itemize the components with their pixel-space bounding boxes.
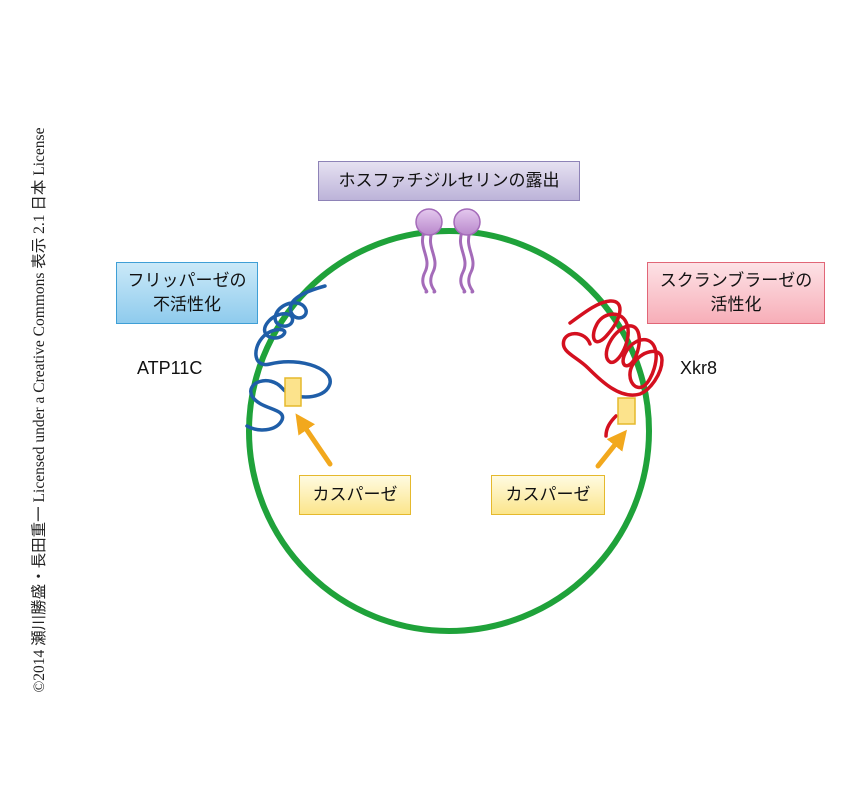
flippase-label-line1: フリッパーゼの — [127, 271, 247, 291]
atp11c-label: ATP11C — [137, 358, 203, 378]
lipid-head — [415, 208, 443, 236]
scramblase-label-line2: 活性化 — [710, 295, 762, 315]
cell-membrane — [246, 228, 652, 634]
xkr8-tail — [604, 414, 618, 438]
lipid-head — [453, 208, 481, 236]
atp11c-cleavage-site — [284, 377, 302, 407]
caspase-label-right: カスパーゼ — [505, 485, 591, 505]
phosphatidylserine-exposure-label: ホスファチジルセリンの露出 — [338, 171, 560, 191]
phosphatidylserine-lipids — [421, 230, 475, 294]
xkr8-label: Xkr8 — [680, 358, 718, 378]
copyright-text: ©2014 瀬川勝盛・長田重一 Licensed under a Creativ… — [31, 127, 48, 693]
caspase-arrow-left — [295, 413, 333, 467]
lipid-tail — [421, 230, 429, 294]
lipid-tail — [467, 230, 475, 294]
lipid-tail — [429, 230, 437, 294]
xkr8-protein — [561, 299, 664, 397]
flippase-label-line2: 不活性化 — [153, 295, 221, 315]
caspase-arrow-right — [595, 429, 627, 469]
caspase-box-right: カスパーゼ — [491, 475, 605, 515]
xkr8-cleavage-site — [617, 397, 636, 425]
scramblase-activation-box: スクランブラーゼの 活性化 — [647, 262, 825, 324]
caspase-box-left: カスパーゼ — [299, 475, 411, 515]
scramblase-label-line1: スクランブラーゼの — [659, 271, 813, 291]
lipid-tail — [459, 230, 467, 294]
phosphatidylserine-exposure-box: ホスファチジルセリンの露出 — [318, 161, 580, 201]
atp11c-protein — [245, 284, 332, 432]
flippase-inactivation-box: フリッパーゼの 不活性化 — [116, 262, 258, 324]
caspase-label-left: カスパーゼ — [312, 485, 398, 505]
